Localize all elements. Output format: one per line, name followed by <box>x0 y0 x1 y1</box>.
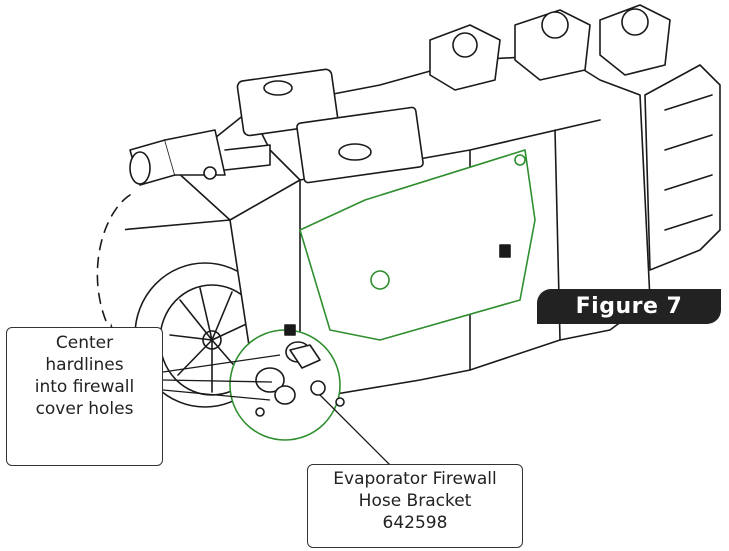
callout-bottom-part-number: 642598 <box>382 513 448 533</box>
callout-left-line-1: Center <box>55 333 114 353</box>
callout-left-line-4: cover holes <box>35 399 134 419</box>
outlet-ducts <box>644 64 721 271</box>
actuators <box>429 4 671 91</box>
figure-label: Figure 7 <box>537 289 721 324</box>
hardline-fittings <box>129 129 271 186</box>
callout-firewall-bracket: Evaporator Firewall Hose Bracket 642598 <box>307 464 523 548</box>
hose-fittings <box>255 324 345 417</box>
callout-bottom-line-2: Hose Bracket <box>358 491 472 511</box>
callout-center-hardlines: Center hardlines into firewall cover hol… <box>6 327 163 466</box>
callout-left-line-3: into firewall <box>34 377 135 397</box>
leader-lines <box>162 354 391 466</box>
callout-left-line-2: hardlines <box>45 355 124 375</box>
bolt <box>499 244 511 258</box>
callout-bottom-line-1: Evaporator Firewall <box>333 469 497 489</box>
